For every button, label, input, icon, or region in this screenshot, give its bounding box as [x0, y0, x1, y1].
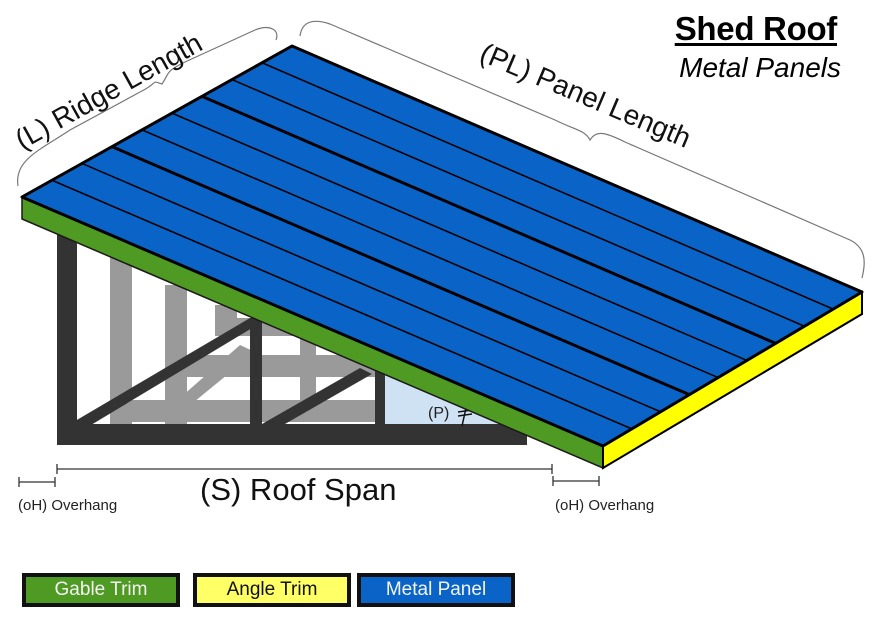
truss-post-left — [57, 225, 77, 445]
dimension-lines — [18, 464, 600, 487]
pitch-label: (P) — [428, 405, 449, 422]
overhang-right-label: (oH) Overhang — [555, 497, 654, 514]
panel-seam — [201, 94, 777, 345]
panel-seams — [51, 62, 834, 430]
truss-brace-left — [70, 318, 262, 428]
legend-angle-trim: Angle Trim — [193, 573, 351, 607]
panel-seam — [231, 78, 805, 327]
panel-seam — [111, 145, 690, 397]
roof-span-label: (S) Roof Span — [200, 472, 396, 507]
front-truss — [57, 225, 527, 445]
legend-gable-trim: Gable Trim — [22, 573, 180, 607]
panel-length-brace — [299, 20, 865, 279]
truss-post-middle — [250, 318, 262, 428]
diagram-subtitle: Metal Panels — [679, 52, 841, 83]
far-stud-1 — [110, 255, 132, 425]
diagram-title: Shed Roof — [674, 10, 838, 47]
panel-seam — [141, 129, 719, 379]
panel-seam — [81, 162, 661, 413]
truss-brace-right — [262, 368, 372, 428]
panel-seam — [171, 112, 748, 362]
ridge-length-brace — [17, 27, 278, 187]
truss-post-right — [375, 360, 385, 428]
panel-seam — [261, 62, 834, 310]
panel-seam — [51, 179, 633, 430]
truss-bottom-chord — [57, 424, 527, 445]
far-stud-4 — [300, 330, 316, 400]
legend-metal-panel: Metal Panel — [357, 573, 515, 607]
far-brace — [155, 345, 255, 420]
overhang-left-label: (oH) Overhang — [18, 497, 117, 514]
panel-length-label: (PL) Panel Length — [476, 37, 696, 154]
